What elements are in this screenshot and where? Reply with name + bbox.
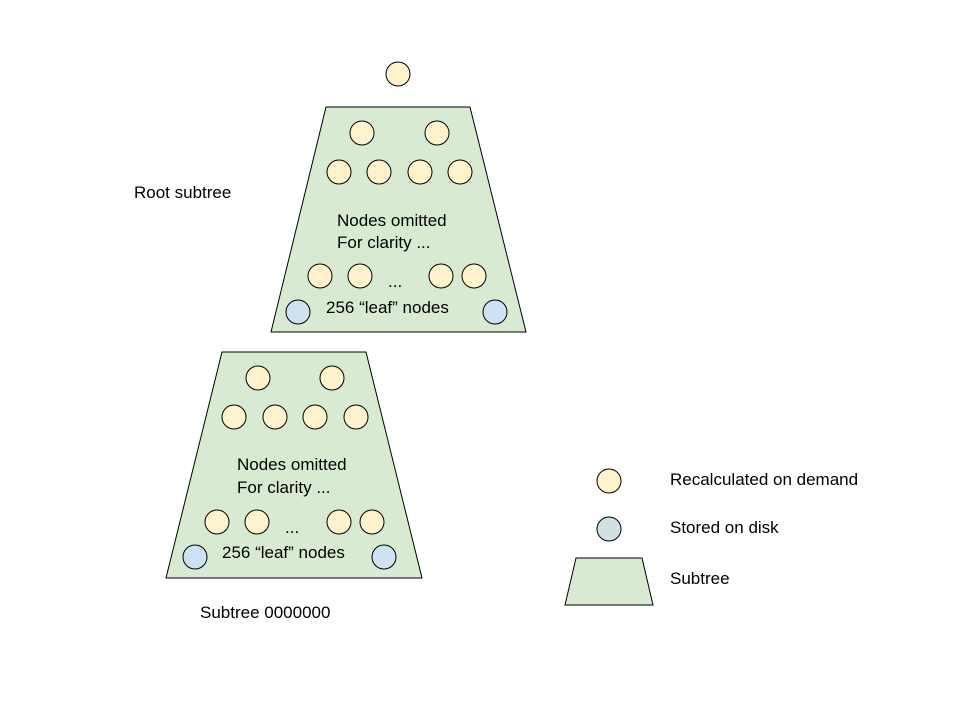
lower-subtree-node	[319, 365, 345, 391]
root-subtree-node	[366, 159, 392, 185]
lower-leaf-node-stored	[371, 544, 397, 570]
legend-subtree-label: Subtree	[670, 569, 730, 588]
legend-recalculated-label: Recalculated on demand	[670, 470, 858, 489]
root-subtree-node	[307, 263, 333, 289]
root-omitted-line1: Nodes omitted	[337, 211, 447, 230]
lower-subtree-node	[262, 404, 288, 430]
lower-leaf-node-stored	[182, 544, 208, 570]
root-leaf-node-stored	[482, 299, 508, 325]
lower-subtree-label: Subtree 0000000	[200, 603, 330, 622]
lower-subtree-node	[244, 509, 270, 535]
lower-subtree-node	[302, 404, 328, 430]
lower-subtree-node	[245, 365, 271, 391]
legend: Recalculated on demand Stored on disk Su…	[564, 468, 858, 606]
legend-stored-swatch	[596, 516, 622, 542]
root-subtree-node	[407, 159, 433, 185]
root-subtree-node	[326, 159, 352, 185]
lower-subtree-node	[343, 404, 369, 430]
legend-recalculated-swatch	[596, 468, 622, 494]
lower-subtree-node	[204, 509, 230, 535]
legend-stored-label: Stored on disk	[670, 518, 779, 537]
lower-ellipsis: ...	[285, 518, 299, 537]
root-node	[385, 61, 411, 87]
root-subtree-node	[349, 120, 375, 146]
lower-omitted-line2: For clarity ...	[237, 478, 331, 497]
root-subtree-node	[447, 159, 473, 185]
root-subtree-node	[428, 263, 454, 289]
root-subtree-node	[461, 263, 487, 289]
root-subtree-label: Root subtree	[134, 183, 231, 202]
root-subtree: Nodes omitted For clarity ... ... 256 “l…	[270, 106, 527, 333]
lower-subtree-node	[221, 404, 247, 430]
root-leaf-node-stored	[285, 299, 311, 325]
root-subtree-node	[347, 263, 373, 289]
root-subtree-node	[424, 120, 450, 146]
legend-subtree-swatch	[564, 557, 654, 606]
lower-omitted-line1: Nodes omitted	[237, 455, 347, 474]
lower-subtree-node	[359, 509, 385, 535]
root-omitted-line2: For clarity ...	[337, 233, 431, 252]
root-ellipsis: ...	[388, 272, 402, 291]
lower-leaf-label: 256 “leaf” nodes	[222, 543, 345, 562]
lower-subtree: Nodes omitted For clarity ... ... 256 “l…	[165, 351, 423, 579]
lower-subtree-node	[326, 509, 352, 535]
root-leaf-label: 256 “leaf” nodes	[326, 298, 449, 317]
